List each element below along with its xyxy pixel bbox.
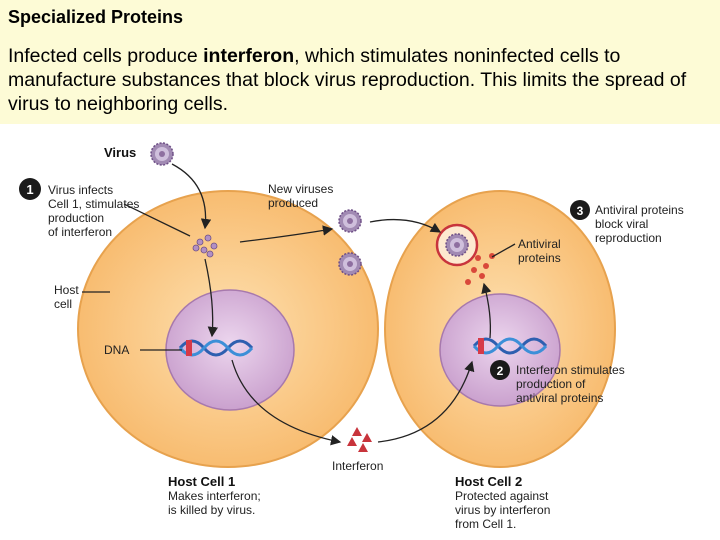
new-viruses-line-2: produced (268, 196, 318, 210)
header-panel: Specialized Proteins Infected cells prod… (0, 0, 720, 124)
blocked-virus-icon (435, 223, 479, 267)
antiviral-label-2: proteins (518, 251, 561, 265)
leader-antiviral (491, 243, 516, 258)
interferon-label: Interferon (332, 459, 383, 473)
step1-number: 1 (26, 182, 33, 197)
step3-number: 3 (577, 204, 584, 218)
host-cell-label-1: Host (54, 283, 79, 297)
leader-step1 (123, 203, 191, 237)
arrow-interferon-to-cell2 (377, 360, 475, 443)
step1-callout: 1 Virus infects Cell 1, stimulates produ… (19, 178, 139, 239)
step2-callout: 2 Interferon stimulates production of an… (490, 360, 625, 405)
step1-line-1: Virus infects (48, 183, 113, 197)
page-title: Specialized Proteins (8, 7, 184, 27)
virus-icon-incoming (150, 142, 174, 166)
dna-helix-2 (472, 337, 548, 355)
interferon-diagram: Virus 1 Virus infects Cell 1, stimulates… (19, 142, 684, 531)
description-bold-term: interferon (203, 45, 295, 67)
arrow-virus-infects (171, 163, 212, 230)
new-viruses-line-1: New viruses (268, 182, 333, 196)
description-part2: , which stimulates noninfected cells to … (8, 45, 687, 115)
step2-line-3: antiviral proteins (516, 391, 603, 405)
virus-icon-new-2 (338, 252, 362, 276)
arrow-to-new-viruses (239, 225, 334, 243)
host-cell2-line-1: Protected against (455, 489, 549, 503)
step2-line-2: production of (516, 377, 586, 391)
antiviral-label-1: Antiviral (518, 237, 561, 251)
arrow-to-dna (204, 258, 219, 338)
step1-line-4: of interferon (48, 225, 112, 239)
arrow-new-virus-to-cell2 (369, 218, 442, 233)
step1-line-3: production (48, 211, 104, 225)
step2-line-1: Interferon stimulates (516, 363, 625, 377)
arrow-dna-to-interferon (231, 359, 342, 446)
arrow-dna2-to-antiviral (481, 282, 492, 339)
host-cell1-line-1: Makes interferon; (168, 489, 261, 503)
virus-uncoating-icon (192, 234, 218, 258)
host-cell2-line-3: from Cell 1. (455, 517, 516, 531)
virus-label: Virus (104, 145, 136, 160)
host-cell1-line-2: is killed by virus. (168, 503, 255, 517)
description-part1: Infected cells produce (8, 45, 204, 67)
interferon-icon (347, 427, 372, 452)
dna-label: DNA (104, 343, 129, 357)
description-text: Infected cells produce interferon, which… (8, 44, 714, 116)
host-cell2-caption: Host Cell 2 Protected against virus by i… (455, 474, 550, 531)
host-cell2-line-2: virus by interferon (455, 503, 550, 517)
step3-line-2: block viral (595, 217, 648, 231)
host-cell-label-2: cell (54, 297, 72, 311)
step3-line-3: reproduction (595, 231, 662, 245)
host-cell1-caption: Host Cell 1 Makes interferon; is killed … (168, 474, 261, 517)
step3-line-1: Antiviral proteins (595, 203, 684, 217)
step3-callout: 3 Antiviral proteins block viral reprodu… (570, 200, 684, 245)
dna-helix-1 (178, 339, 254, 357)
step2-number: 2 (497, 364, 504, 378)
host-cell2-title: Host Cell 2 (455, 474, 522, 489)
virus-icon-new-1 (338, 209, 362, 233)
step1-line-2: Cell 1, stimulates (48, 197, 139, 211)
antiviral-proteins-icon (465, 253, 495, 285)
host-cell1-title: Host Cell 1 (168, 474, 235, 489)
